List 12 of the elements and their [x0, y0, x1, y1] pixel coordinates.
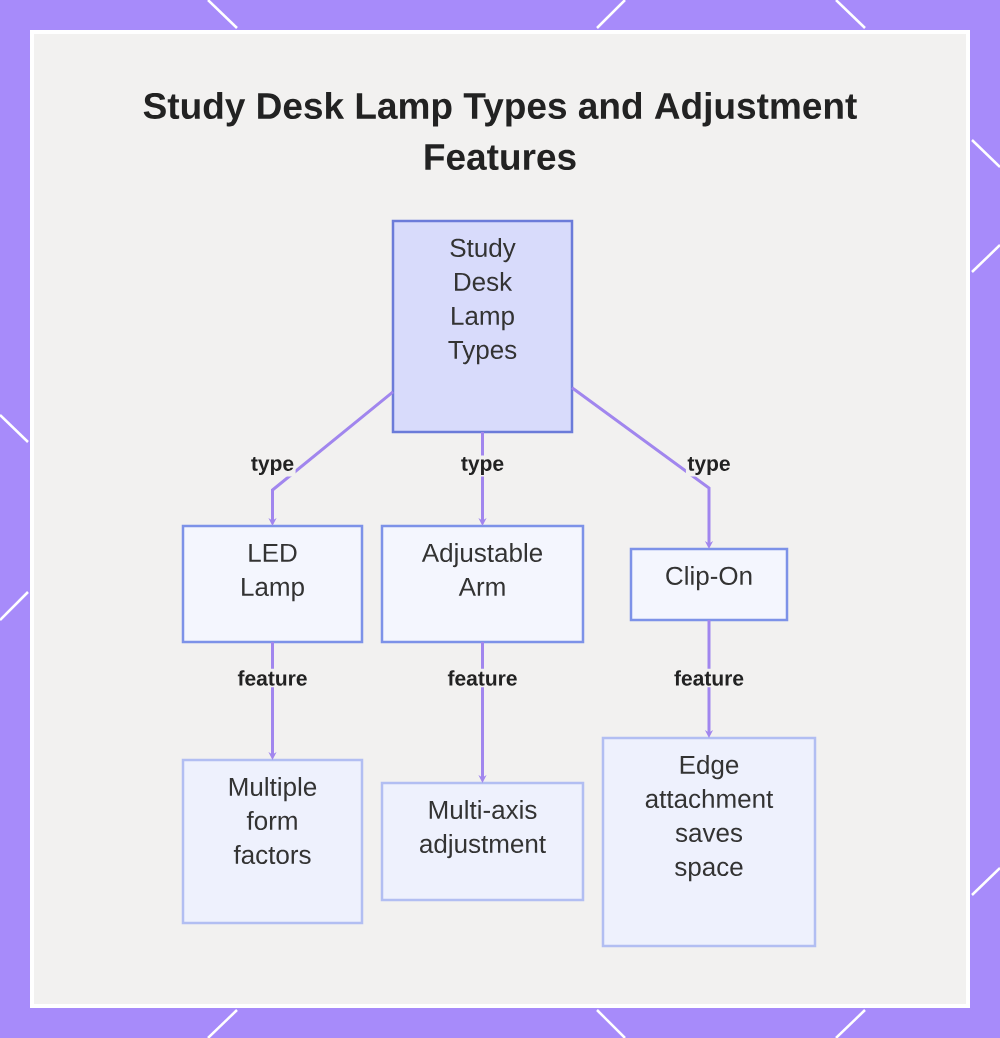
feature-box: Edge attachment saves space: [601, 736, 817, 948]
feature-box: Multi-axis adjustment: [380, 781, 585, 902]
edge-label: type: [459, 455, 506, 477]
title: Study Desk Lamp Types and Adjustment Features: [143, 91, 857, 171]
topic-box: Study Desk Lamp Types: [391, 219, 574, 434]
edge-label: type: [685, 455, 733, 477]
type-box: LED Lamp: [181, 524, 364, 644]
feature-box: Multiple form factors: [181, 758, 364, 925]
edge-label: type: [249, 455, 296, 477]
type-box: Clip-On: [629, 547, 789, 622]
type-box: Adjustable Arm: [380, 524, 585, 644]
arrow: [571, 386, 714, 549]
